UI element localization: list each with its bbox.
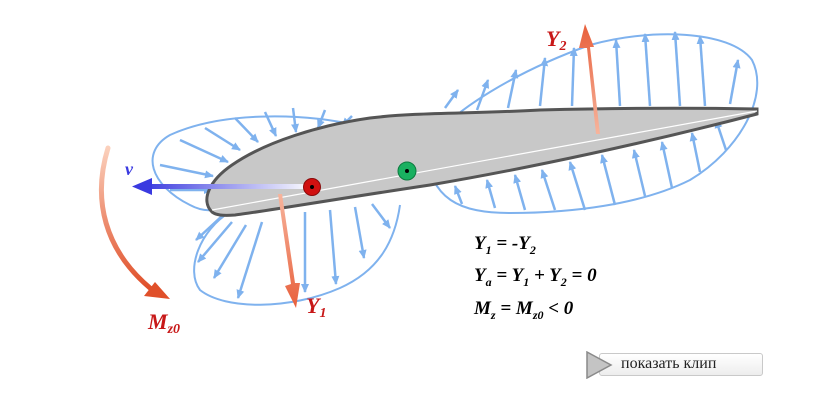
equation-ya: Ya = Y1 + Y2 = 0 (474, 265, 597, 289)
pressure-arrow (568, 161, 587, 211)
equation-mz: Mz = Mz0 < 0 (474, 298, 574, 322)
pressure-arrow (612, 39, 622, 107)
y2-label: Y2 (546, 26, 566, 54)
pressure-arrow (453, 185, 464, 205)
pressure-arrow (195, 215, 223, 241)
show-clip-button-label: показать клип (621, 355, 717, 372)
pressure-arrow (443, 89, 460, 109)
moment-arrowhead (144, 282, 170, 299)
pressure-arrow (641, 33, 652, 107)
lower-left-pressure-envelope (193, 204, 401, 306)
mass-center-dot (405, 169, 409, 173)
moment-label: Mz0 (147, 309, 180, 337)
pressure-arrow (506, 69, 519, 109)
pressure-arrow (475, 79, 490, 111)
pressure-arrow (689, 132, 702, 173)
pressure-center-dot (310, 185, 314, 189)
pressure-arrow (291, 107, 299, 133)
velocity-arrow-shaft (148, 184, 313, 189)
pressure-arrow (212, 224, 248, 279)
pressure-arrow (485, 179, 497, 209)
pressure-arrow (671, 31, 682, 107)
airfoil (205, 106, 759, 217)
pressure-arrow (316, 109, 327, 129)
pressure-arrow (263, 111, 278, 137)
y1-force-arrow (278, 194, 300, 308)
y1-label: Y1 (306, 293, 326, 321)
pressure-arrow (328, 209, 340, 285)
pressure-arrow (371, 203, 391, 229)
pressure-arrow (513, 174, 527, 211)
velocity-arrowhead (132, 178, 152, 195)
pressure-arrow (353, 206, 367, 259)
pressure-arrow (236, 221, 264, 299)
pressure-arrow (179, 138, 229, 164)
y2-force-arrow (579, 24, 600, 134)
pressure-arrow (197, 221, 233, 263)
pressure-arrow (538, 57, 549, 107)
pressure-arrow (540, 169, 557, 211)
pressure-arrow (159, 163, 214, 179)
pressure-arrow (569, 47, 578, 107)
pressure-arrow (631, 149, 647, 197)
velocity-label: v (125, 159, 134, 179)
pressure-arrow (204, 126, 241, 152)
pressure-arrow (659, 141, 674, 189)
chord-line (211, 110, 758, 211)
show-clip-button[interactable]: показать клип (585, 351, 767, 379)
pressure-arrow (728, 59, 741, 105)
play-icon (586, 351, 613, 379)
pressure-arrow (600, 154, 617, 206)
upper-left-pressure-envelope (151, 115, 361, 212)
equation-y1: Y1 = -Y2 (474, 233, 536, 257)
pressure-arrow (234, 117, 259, 143)
pressure-arrow (696, 35, 707, 107)
upper-right-pressure-envelope (423, 33, 759, 215)
moment-arc-arrow (99, 145, 153, 291)
